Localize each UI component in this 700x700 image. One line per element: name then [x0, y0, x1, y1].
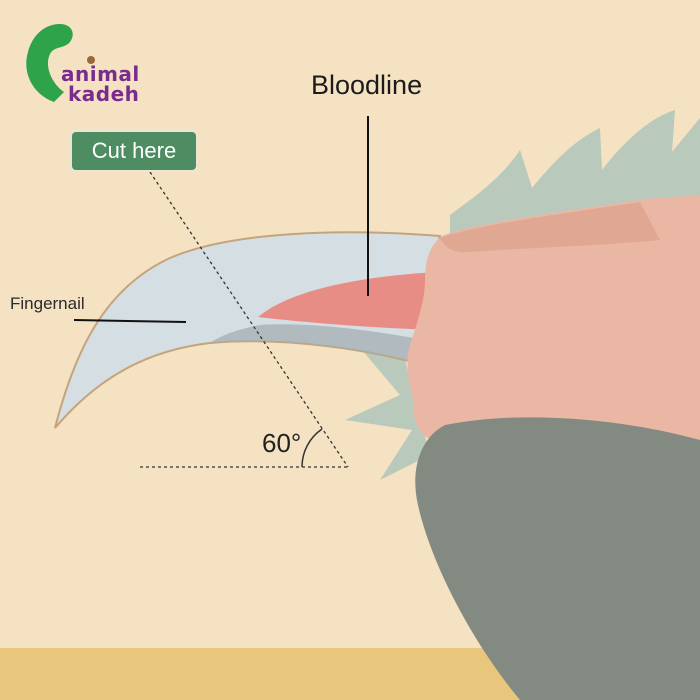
- bloodline-label: Bloodline: [311, 70, 423, 100]
- logo-word-bottom: kadeh: [68, 82, 140, 106]
- squirrel-logo-icon: [26, 24, 95, 102]
- angle-label: 60°: [262, 428, 302, 458]
- toe-pad: [415, 417, 700, 700]
- toe-skin: [407, 196, 700, 450]
- brand-logo: animal kadeh: [14, 14, 144, 114]
- toe-skin-shade: [440, 202, 660, 253]
- quick-shape: [258, 272, 440, 330]
- fingernail-pointer: [73, 319, 187, 323]
- cut-here-callout: Cut here: [70, 130, 198, 172]
- cut-here-label: Cut here: [91, 138, 177, 163]
- cut-line: [149, 171, 349, 468]
- nail-underside: [210, 324, 425, 362]
- fingernail-label: Fingernail: [10, 294, 85, 313]
- angle-arc: [301, 428, 323, 468]
- logo-word-top: animal: [61, 62, 140, 86]
